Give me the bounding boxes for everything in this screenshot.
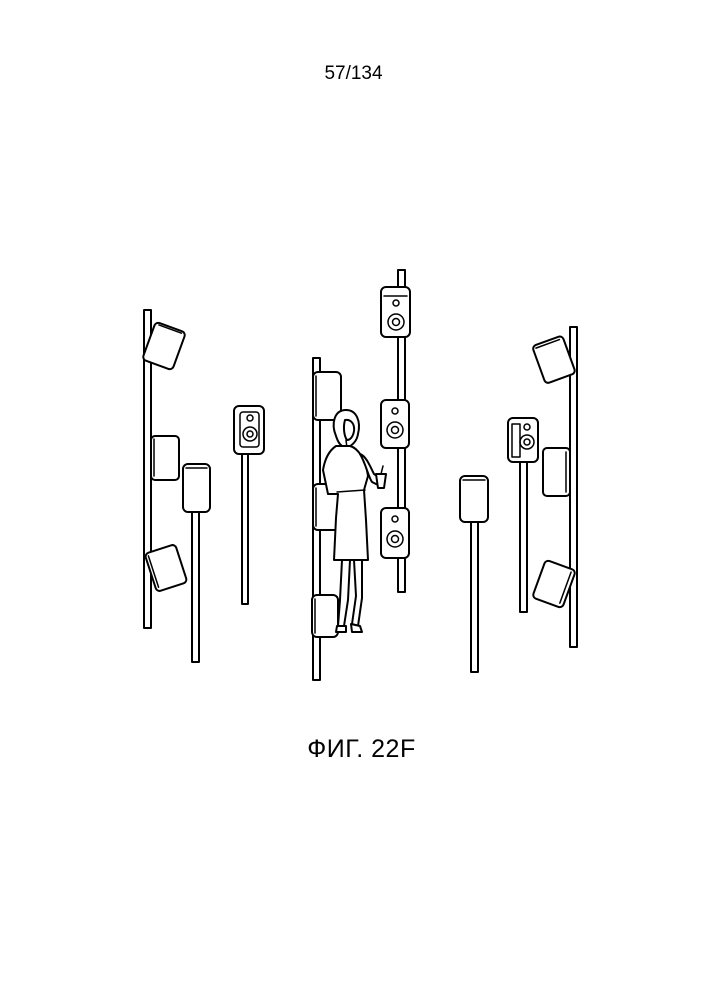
loudspeaker-icon: [183, 464, 210, 512]
loudspeaker-icon: [381, 400, 409, 448]
pole-icon: [471, 515, 478, 672]
pole-icon: [520, 458, 527, 612]
loudspeaker-icon: [460, 476, 488, 522]
pole-icon: [242, 452, 248, 604]
loudspeaker-icon: [381, 287, 410, 337]
pole-icon: [192, 508, 199, 662]
loudspeaker-icon: [151, 436, 179, 480]
loudspeaker-icon: [312, 595, 338, 637]
cup-icon: [376, 466, 386, 488]
left-speaker-group: [142, 310, 264, 662]
center-speaker-group: [312, 270, 410, 680]
right-speaker-group: [460, 327, 577, 672]
loudspeaker-icon: [234, 406, 264, 454]
loudspeaker-icon: [381, 508, 409, 558]
loudspeaker-icon: [508, 418, 538, 462]
loudspeaker-icon: [543, 448, 570, 496]
figure-caption: ФИГ. 22F: [0, 735, 707, 764]
